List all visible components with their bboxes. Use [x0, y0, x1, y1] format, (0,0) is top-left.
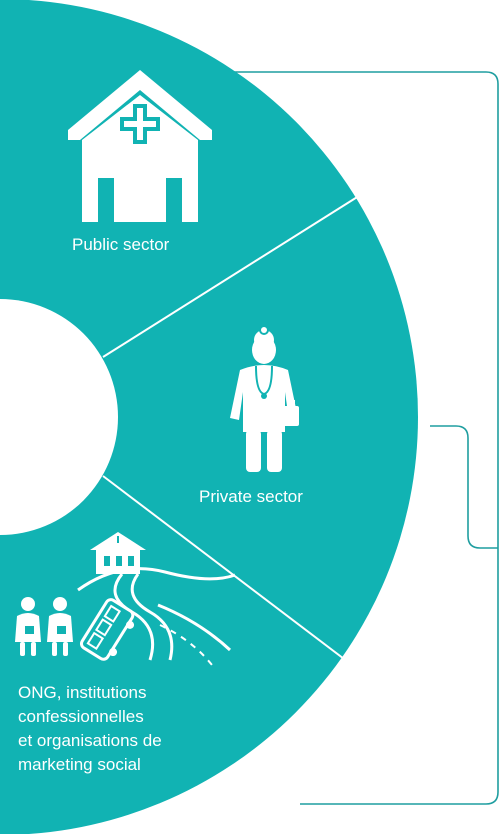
private-sector-label: Private sector: [199, 487, 303, 506]
connector-outline: [232, 71, 499, 805]
public-sector-label: Public sector: [72, 235, 170, 254]
community-health-icon: [15, 532, 236, 666]
center-hub: [0, 299, 118, 535]
doctor-icon: [230, 325, 299, 472]
ngo-label-line: et organisations de: [18, 731, 162, 750]
ngo-label-line: ONG, institutions: [18, 683, 147, 702]
divider-bottom: [102, 475, 353, 666]
ngo-label-line: marketing social: [18, 755, 141, 774]
hospital-icon: [68, 70, 212, 222]
divider-top: [102, 193, 363, 358]
ngo-label-line: confessionnelles: [18, 707, 144, 726]
ngo-sector-label: ONG, institutions confessionnelles et or…: [18, 681, 218, 777]
